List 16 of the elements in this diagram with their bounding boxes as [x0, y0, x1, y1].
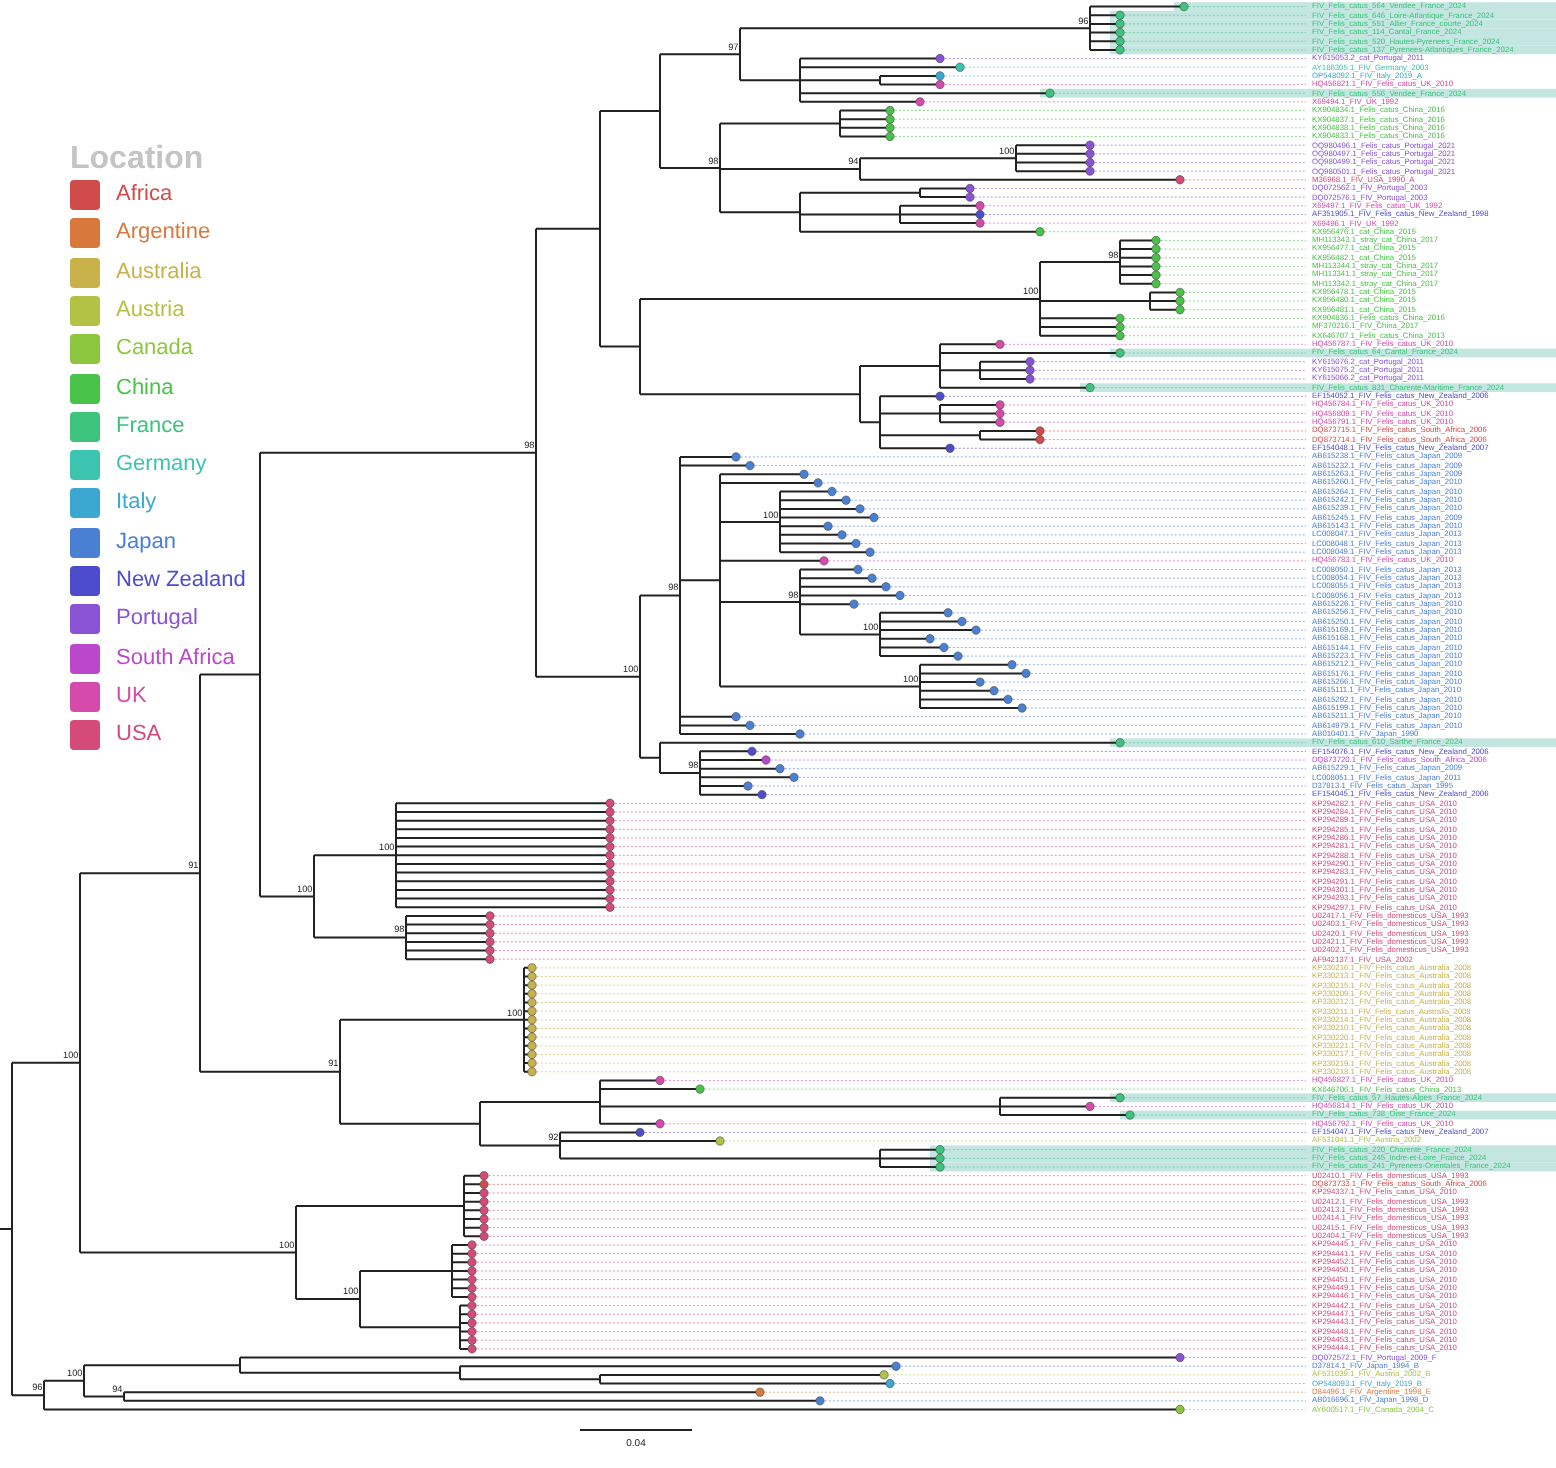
legend-label: Japan	[116, 531, 176, 554]
legend-title: Location	[70, 144, 204, 176]
legend-label: Argentine	[116, 222, 211, 245]
legend-label: France	[116, 415, 185, 438]
legend-label: Germany	[116, 454, 207, 477]
legend-label: South Africa	[116, 647, 235, 670]
legend-label: Australia	[116, 261, 202, 284]
legend-label: Austria	[116, 299, 185, 322]
legend-label: UK	[116, 685, 147, 708]
legend-label: Canada	[116, 338, 194, 361]
legend-label: Africa	[116, 184, 173, 206]
legend-label: China	[116, 377, 174, 399]
legend-label: Portugal	[116, 608, 198, 631]
legend-label: USA	[116, 724, 162, 747]
legend-label: Italy	[116, 492, 157, 515]
legend-label: New Zealand	[116, 570, 246, 592]
